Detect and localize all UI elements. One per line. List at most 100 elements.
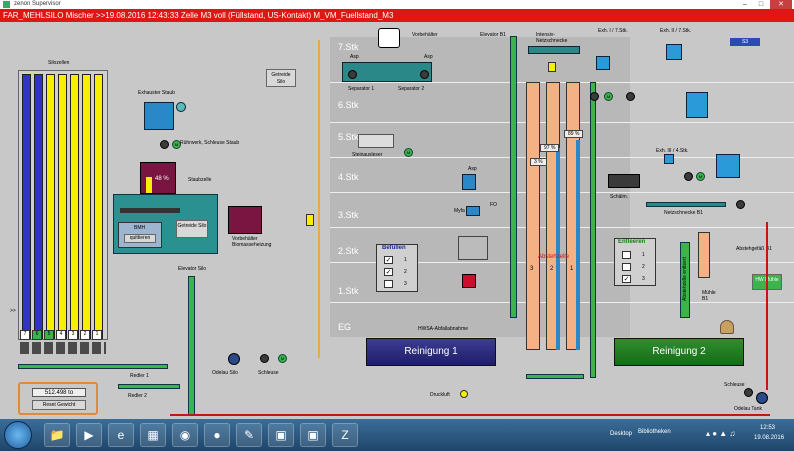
redler1-conveyor[interactable] (18, 364, 168, 369)
abstehzelle-1-level (576, 140, 580, 350)
befuellen-checkbox-1[interactable]: ✓ (384, 256, 393, 264)
magnet-unit[interactable] (462, 274, 476, 288)
bibliotheken-toolbar-label[interactable]: Bibliotheken (638, 429, 671, 435)
maximize-button[interactable]: □ (758, 1, 764, 8)
ie-icon[interactable]: e (108, 423, 134, 447)
steinausleser-motor-status: M (404, 148, 413, 157)
start-button[interactable] (4, 421, 32, 449)
entleeren-panel (614, 238, 656, 286)
abstehzelle-discharge-conveyor[interactable] (526, 374, 584, 379)
exh4-motor-status: M (696, 172, 705, 181)
minimize-button[interactable]: – (743, 1, 747, 8)
entleeren-checkbox-2[interactable] (622, 263, 631, 271)
exh7b-motor[interactable] (626, 92, 635, 101)
befuellen-checkbox-3[interactable] (384, 280, 393, 288)
clock-date[interactable]: 19.08.2016 (754, 435, 785, 441)
abstehgefaess-tank[interactable] (698, 232, 710, 278)
separator-motor-right[interactable] (420, 70, 429, 79)
red-pipe-right-vertical (766, 222, 768, 390)
explorer-icon[interactable]: 📁 (44, 423, 70, 447)
orange-feed-pipe (318, 40, 320, 358)
calculator-icon[interactable]: ▦ (140, 423, 166, 447)
odelau-tank-pump[interactable] (756, 392, 768, 404)
tray-icons[interactable]: ▴ ● ▲ ♫ (706, 429, 736, 438)
schleuse-right-label: Schleuse (724, 382, 745, 388)
exhauster-staub-filter[interactable] (144, 102, 174, 130)
silo-cell-1[interactable] (94, 74, 103, 339)
hwsa-label: HWSA-Abfallabnahme (418, 326, 469, 332)
abstehzelle-entleert-label: Abstehzelle entleert (682, 257, 688, 301)
separator-motor-left[interactable] (348, 70, 357, 79)
pre-cleaner-unit[interactable] (458, 236, 488, 260)
silo-cell-7[interactable] (22, 74, 31, 339)
filter-tank-right[interactable] (686, 92, 708, 118)
reinigung1-button[interactable]: Reinigung 1 (366, 338, 496, 366)
silo-cell-5[interactable] (46, 74, 55, 339)
reset-weight-button[interactable]: Reset Gewicht (32, 400, 86, 410)
myfa-unit[interactable] (466, 206, 480, 216)
elevator-silo[interactable] (188, 276, 195, 416)
getreide-silo-mid-button[interactable]: Getreide Silo (176, 220, 208, 238)
exh7a-cyclone[interactable] (596, 56, 610, 70)
yellow-valve-icon[interactable] (306, 214, 314, 226)
media-player-icon[interactable]: ▶ (76, 423, 102, 447)
entleeren-checkbox-3[interactable]: ✓ (622, 275, 631, 283)
abstehzelle-entleert-bar (680, 242, 690, 318)
netzschnecke-motor[interactable] (736, 200, 745, 209)
desktop-toolbar-label[interactable]: Desktop (610, 431, 633, 437)
elevator-silo-label: Elevator Silo (178, 266, 207, 272)
exh7b-cyclone[interactable] (666, 44, 682, 60)
intensiv-unit[interactable] (528, 46, 580, 54)
exh4-filter[interactable] (716, 154, 740, 178)
elevator-b1[interactable] (510, 36, 517, 318)
alarm-status-bar[interactable]: FAR_MEHLSILO Mischer >>19.08.2016 12:43:… (0, 9, 794, 22)
exh4-motor[interactable] (684, 172, 693, 181)
silo-cell-4[interactable] (58, 74, 67, 339)
clock-time[interactable]: 12:53 (760, 425, 776, 431)
silo-cell-3[interactable] (70, 74, 79, 339)
vorbehaelter-biomasse[interactable] (228, 206, 262, 234)
getreide-silo-top-button[interactable]: Getreide Silo (266, 69, 296, 87)
exhauster-staub-fan[interactable] (176, 102, 186, 112)
paint-icon[interactable]: ✎ (236, 423, 262, 447)
reinigung2-button[interactable]: Reinigung 2 (614, 338, 744, 366)
firefox-icon[interactable]: ● (204, 423, 230, 447)
zenon-taskbar-icon[interactable]: Z (332, 423, 358, 447)
schaelm-unit[interactable] (608, 174, 640, 188)
floor-label-5: 5.Stk (338, 132, 359, 142)
separator-unit[interactable] (342, 62, 432, 82)
abstehzelle-3[interactable] (526, 82, 540, 350)
ruehrwerk-motor-status: M (172, 140, 181, 149)
druckluft-indicator (460, 390, 468, 398)
silo-cell-2[interactable] (82, 74, 91, 339)
schleuse-right-motor[interactable] (744, 388, 753, 397)
silo-number-6: 6 (32, 330, 42, 340)
ruehrwerk-motor[interactable] (160, 140, 169, 149)
abstehzelle-pct-97: 97 % (540, 144, 560, 152)
muehle-b1-label: Mühle B1 (702, 290, 716, 302)
asp-unit-4stk[interactable] (462, 174, 476, 190)
netzschnecke-conveyor[interactable] (646, 202, 726, 207)
bmh-quittieren-button[interactable]: quittieren (124, 234, 156, 243)
exh4-fan[interactable] (664, 154, 674, 164)
steinausleser-unit[interactable] (358, 134, 394, 148)
bmh-label: BMH (134, 225, 146, 231)
vorbehaelter-label: Vorbehälter (412, 32, 438, 38)
entleeren-checkbox-1[interactable] (622, 251, 631, 259)
silo-number-3: 3 (68, 330, 78, 340)
app-window-icon-1[interactable]: ▣ (268, 423, 294, 447)
vorbehaelter-tank[interactable] (378, 28, 400, 48)
app-window-icon-2[interactable]: ▣ (300, 423, 326, 447)
befuellen-checkbox-2[interactable]: ✓ (384, 268, 393, 276)
redler2-conveyor[interactable] (118, 384, 180, 389)
exh7a-motor[interactable] (590, 92, 599, 101)
elevator-right[interactable] (590, 82, 596, 378)
chrome-icon[interactable]: ◉ (172, 423, 198, 447)
silozellen-label: Silozellen (48, 60, 70, 66)
schleuse-left-motor[interactable] (260, 354, 269, 363)
befuellen-panel (376, 244, 418, 292)
odelau-silo-pump[interactable] (228, 353, 240, 365)
silo-cell-6[interactable] (34, 74, 43, 339)
screw-conveyor[interactable] (120, 208, 180, 213)
close-button[interactable]: ✕ (770, 0, 792, 9)
